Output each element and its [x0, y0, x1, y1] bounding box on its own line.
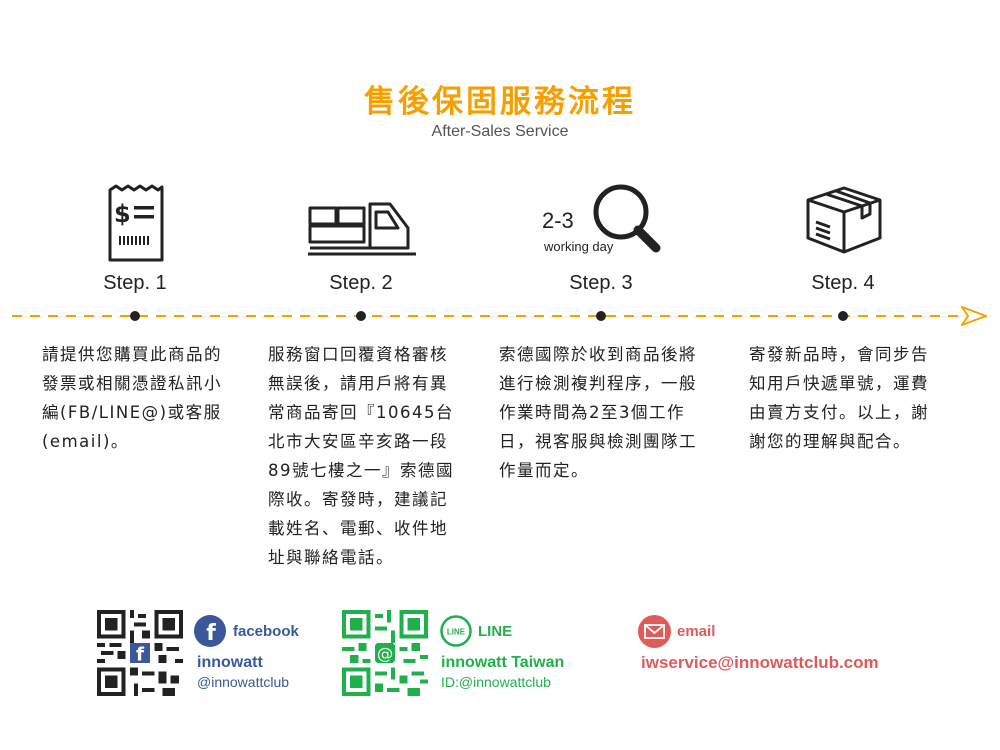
page-subtitle: After-Sales Service: [431, 123, 569, 140]
step-1-dot: [130, 311, 140, 321]
svg-text:LINE: LINE: [447, 628, 466, 637]
step-2-description: 服務窗口回覆資格審核無誤後，請用戶將有異常商品寄回『10645台北市大安區辛亥路…: [268, 345, 454, 567]
svg-text:f: f: [136, 644, 145, 665]
step-4-dot: [838, 311, 848, 321]
step-3-label: Step. 3: [569, 272, 633, 294]
svg-text:f: f: [206, 621, 216, 646]
step-4-label: Step. 4: [811, 272, 875, 294]
facebook-qr-code[interactable]: f: [97, 610, 183, 696]
package-icon: [806, 186, 882, 254]
facebook-icon[interactable]: f: [194, 615, 226, 651]
step-4-description: 寄發新品時，會同步告知用戶快遞單號，運費由賣方支付。以上，謝謝您的理解與配合。: [749, 345, 929, 451]
magnifier-icon: [543, 180, 663, 256]
step-2-dot: [356, 311, 366, 321]
line-qr-code[interactable]: @: [342, 610, 428, 696]
line-platform-label: LINE: [478, 623, 513, 640]
facebook-account-name[interactable]: innowatt: [197, 654, 263, 671]
email-address-link[interactable]: iwservice@innowattclub.com: [641, 653, 879, 672]
timeline-arrow-icon: [961, 306, 987, 326]
page-title: 售後保固服務流程: [364, 84, 636, 120]
svg-text:@: @: [377, 644, 393, 663]
step-3-dot: [596, 311, 606, 321]
facebook-account-handle[interactable]: @innowattclub: [197, 674, 290, 690]
email-platform-label: email: [677, 623, 716, 640]
svg-text:$: $: [114, 200, 131, 228]
line-account-name[interactable]: innowatt Taiwan: [441, 654, 565, 671]
facebook-platform-label: facebook: [233, 623, 299, 640]
email-icon[interactable]: [638, 615, 671, 652]
step-1-label: Step. 1: [103, 272, 167, 294]
receipt-icon: $: [108, 184, 164, 262]
truck-icon: [308, 200, 416, 256]
step-2-label: Step. 2: [329, 272, 393, 294]
line-account-id[interactable]: ID:@innowattclub: [441, 674, 551, 690]
timeline: [12, 305, 990, 327]
line-icon[interactable]: LINE: [440, 615, 472, 651]
working-days-unit: working day: [544, 239, 614, 254]
step-1-description: 請提供您購買此商品的發票或相關憑證私訊小編(FB/LINE@)或客服(email…: [42, 345, 222, 451]
step-3-description: 索德國際於收到商品後將進行檢測複判程序，一般作業時間為2至3個工作日，視客服與檢…: [499, 345, 697, 480]
working-days-value: 2-3: [542, 208, 574, 233]
